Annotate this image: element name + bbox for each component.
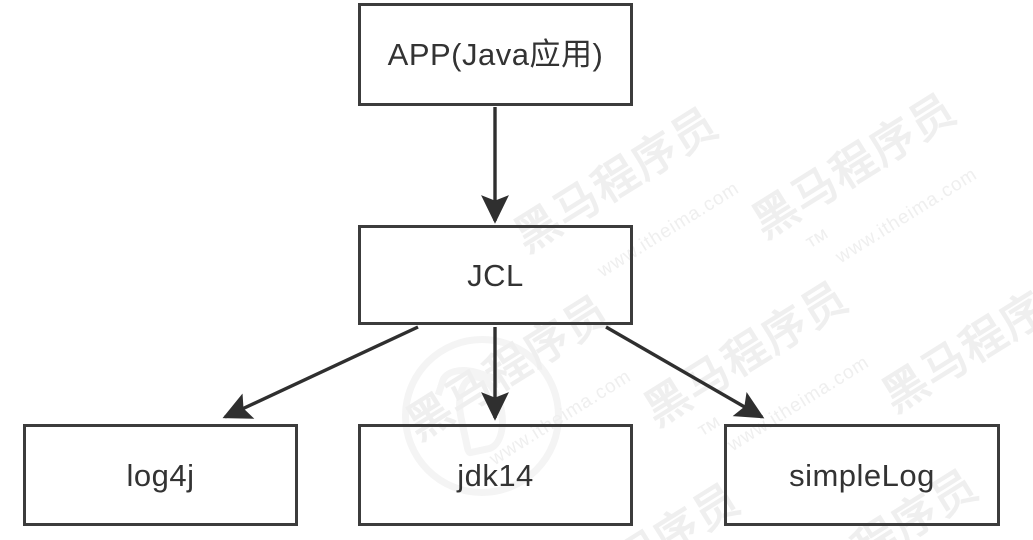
edge-jcl-to-log4j	[222, 325, 419, 419]
node-app[interactable]: APP(Java应用)	[358, 3, 633, 106]
node-jdk14[interactable]: jdk14	[358, 424, 633, 526]
node-simplelog-label: simpleLog	[789, 457, 935, 493]
node-simplelog[interactable]: simpleLog	[724, 424, 1000, 526]
node-jdk14-label: jdk14	[457, 457, 534, 493]
edge-jcl-to-simplelog	[605, 325, 765, 419]
node-log4j[interactable]: log4j	[23, 424, 298, 526]
node-jcl-label: JCL	[467, 257, 524, 293]
node-jcl[interactable]: JCL	[358, 225, 633, 325]
node-log4j-label: log4j	[126, 457, 195, 493]
node-app-label: APP(Java应用)	[387, 37, 604, 72]
